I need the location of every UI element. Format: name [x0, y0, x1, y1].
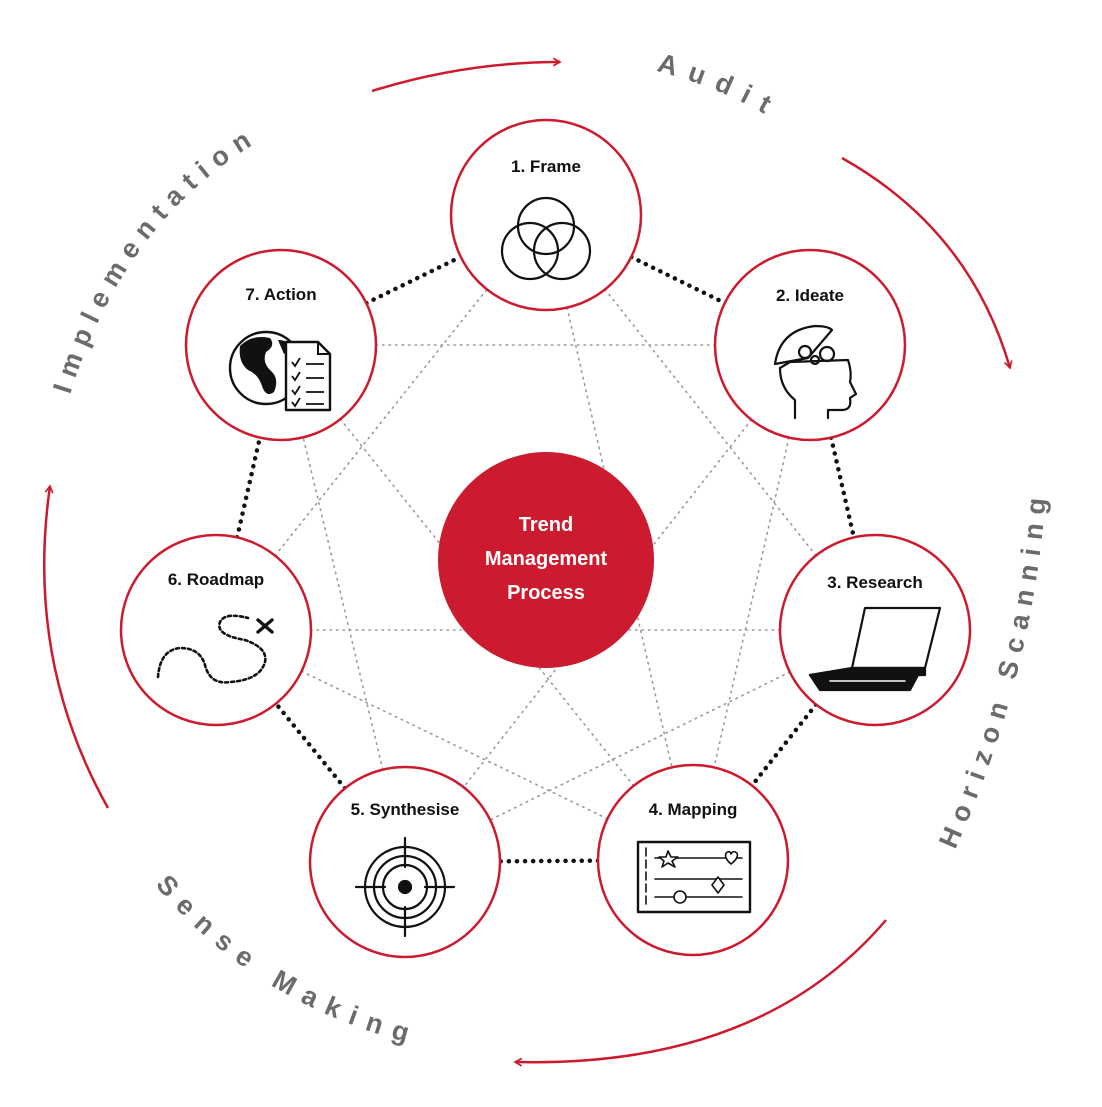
- node-roadmap: 6. Roadmap: [119, 533, 313, 727]
- node-label: 2. Ideate: [776, 286, 844, 305]
- node-frame: 1. Frame: [449, 118, 643, 312]
- node-label: 3. Research: [827, 573, 922, 592]
- laptop-icon: [808, 606, 942, 692]
- center-circle: [438, 452, 654, 668]
- connection-line: [274, 288, 488, 557]
- ring-connector: [234, 435, 263, 540]
- node-synthesise: 5. Synthesise: [308, 765, 502, 959]
- node-label: 5. Synthesise: [351, 800, 460, 819]
- connection-line: [300, 670, 609, 820]
- arrow-left: [43, 486, 110, 809]
- target-icon: [354, 836, 456, 938]
- node-ideate: 2. Ideate: [713, 248, 907, 442]
- node-circle: [596, 763, 790, 957]
- center-line-1: Trend: [519, 514, 573, 536]
- ring-connector: [749, 702, 819, 788]
- arrow-bottom: [515, 919, 887, 1062]
- node-label: 6. Roadmap: [168, 570, 264, 589]
- connection-line: [713, 436, 790, 769]
- node-mapping: 4. Mapping: [596, 763, 790, 957]
- route-icon: [156, 614, 274, 684]
- node-label: 1. Frame: [511, 157, 581, 176]
- ring-connector: [273, 701, 348, 791]
- center-hub: Trend Management Process: [438, 452, 654, 668]
- connection-line: [302, 436, 384, 771]
- head-gears-icon: [773, 324, 858, 420]
- ring-connector: [497, 858, 601, 864]
- node-label: 7. Action: [245, 285, 316, 304]
- cycle-arrows: [43, 62, 1010, 1062]
- node-circle: [449, 118, 643, 312]
- center-line-3: Process: [507, 582, 585, 604]
- node-label: 4. Mapping: [649, 800, 738, 819]
- stage-audit: Audit: [654, 48, 786, 126]
- node-circle: [119, 533, 313, 727]
- node-circle: [778, 533, 972, 727]
- arrow-right: [841, 156, 1010, 368]
- venn-icon: [500, 196, 592, 281]
- globe-checklist-icon: [228, 330, 332, 412]
- node-action: 7. Action: [184, 248, 378, 442]
- ring-connectors: [234, 254, 857, 864]
- ring-connector: [828, 435, 857, 540]
- arrow-top: [371, 62, 560, 93]
- connection-line: [604, 288, 817, 557]
- ring-connector: [364, 254, 463, 306]
- center-line-2: Management: [485, 548, 608, 570]
- node-research: 3. Research: [778, 533, 972, 727]
- ring-connector: [628, 254, 728, 306]
- map-board-icon: [636, 840, 752, 914]
